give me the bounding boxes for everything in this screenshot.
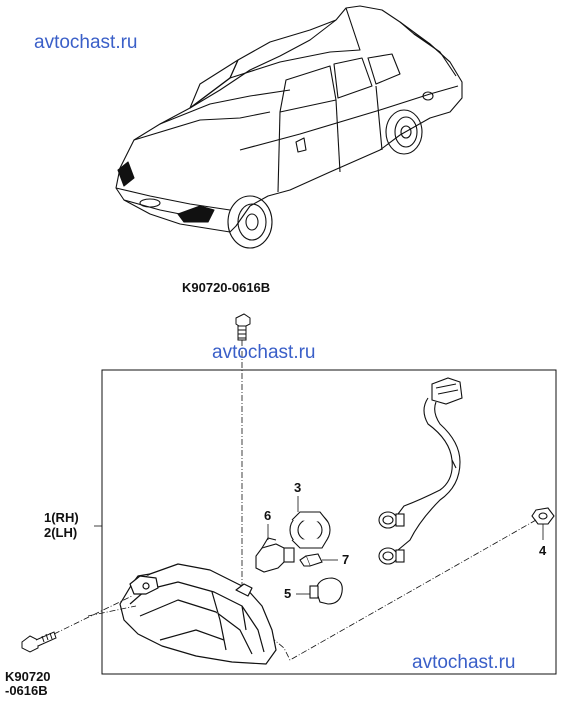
main-bulb [255,537,295,573]
label-wedge-bulb: 7 [342,552,350,567]
label-bolt-bottom-line2: -0616B [5,683,48,698]
label-bolt-top: K90720-0616B [182,280,271,295]
label-bolt-bottom-line1: K90720 [5,669,51,684]
leader-bolt-bottom-2 [87,605,137,617]
wedge-bulb [299,553,323,567]
watermark-middle: avtochast.ru [212,342,316,363]
clip [531,507,555,525]
assembly-frame [101,369,557,675]
label-small-bulb: 5 [284,586,292,601]
leader-clip-to-lamp [271,519,537,661]
bolt-bottom [21,631,57,653]
bolt-top [235,313,251,341]
watermark-top: avtochast.ru [34,32,138,53]
wiring-harness [378,377,463,565]
leader-bolt-bottom [53,595,133,635]
car-illustration [115,5,463,249]
lamp-housing [119,563,277,665]
label-lamp-rh: 1(RH) [44,510,79,525]
bulb-socket [289,511,331,549]
label-lamp-lh: 2(LH) [44,525,78,540]
label-main-bulb: 6 [264,508,272,523]
label-clip: 4 [539,543,547,558]
small-bulb [309,577,343,605]
watermark-bottom: avtochast.ru [412,652,516,673]
label-socket: 3 [294,480,302,495]
